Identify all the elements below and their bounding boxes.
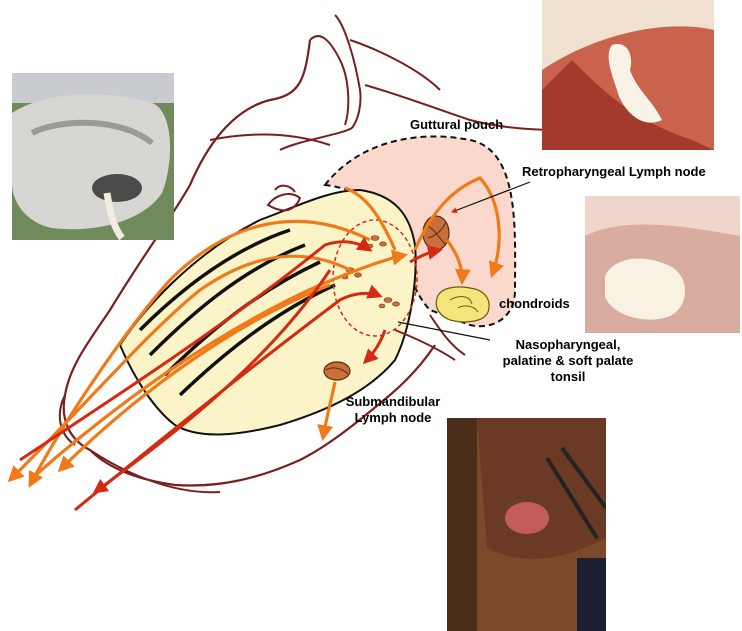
retropharyngeal-lymph-node: [422, 215, 450, 251]
horse-jaw-outline: [58, 394, 221, 494]
guttural-pouch-endoscopy-photo: [542, 0, 714, 150]
red-infection-arrows: [19, 237, 443, 512]
horse-neck-outline: [394, 314, 466, 361]
submandibular-abscess-photo: [447, 418, 606, 631]
tonsil-label-line3: tonsil: [550, 369, 586, 384]
submandibular-lymph-node-label: Submandibular Lymph node: [338, 394, 448, 426]
submandibular-lymph-node: [323, 361, 351, 381]
chondroid-endoscopy-photo: [585, 196, 740, 333]
nasal-discharge-photo: [12, 73, 174, 240]
retropharyngeal-lymph-node-label: Retropharyngeal Lymph node: [522, 164, 706, 179]
horse-ear-outline: [279, 14, 362, 151]
guttural-pouch-label: Guttural pouch: [410, 117, 504, 132]
chondroids-cluster: [435, 286, 490, 323]
tonsil-label: Nasopharyngeal, palatine & soft palate t…: [488, 337, 648, 385]
orange-infection-arrows: [7, 176, 504, 488]
label-pointer-lines: [397, 181, 531, 341]
submandibular-label-line1: Submandibular: [345, 394, 441, 409]
horse-mane-outline: [209, 39, 561, 146]
chondroids-label: chondroids: [499, 296, 570, 311]
tonsil-label-line1: Nasopharyngeal,: [515, 337, 621, 352]
submandibular-label-line2: Lymph node: [354, 410, 432, 425]
tonsil-label-line2: palatine & soft palate: [502, 353, 634, 368]
nasal-turbinates: [138, 228, 336, 397]
horse-eye: [266, 184, 302, 212]
